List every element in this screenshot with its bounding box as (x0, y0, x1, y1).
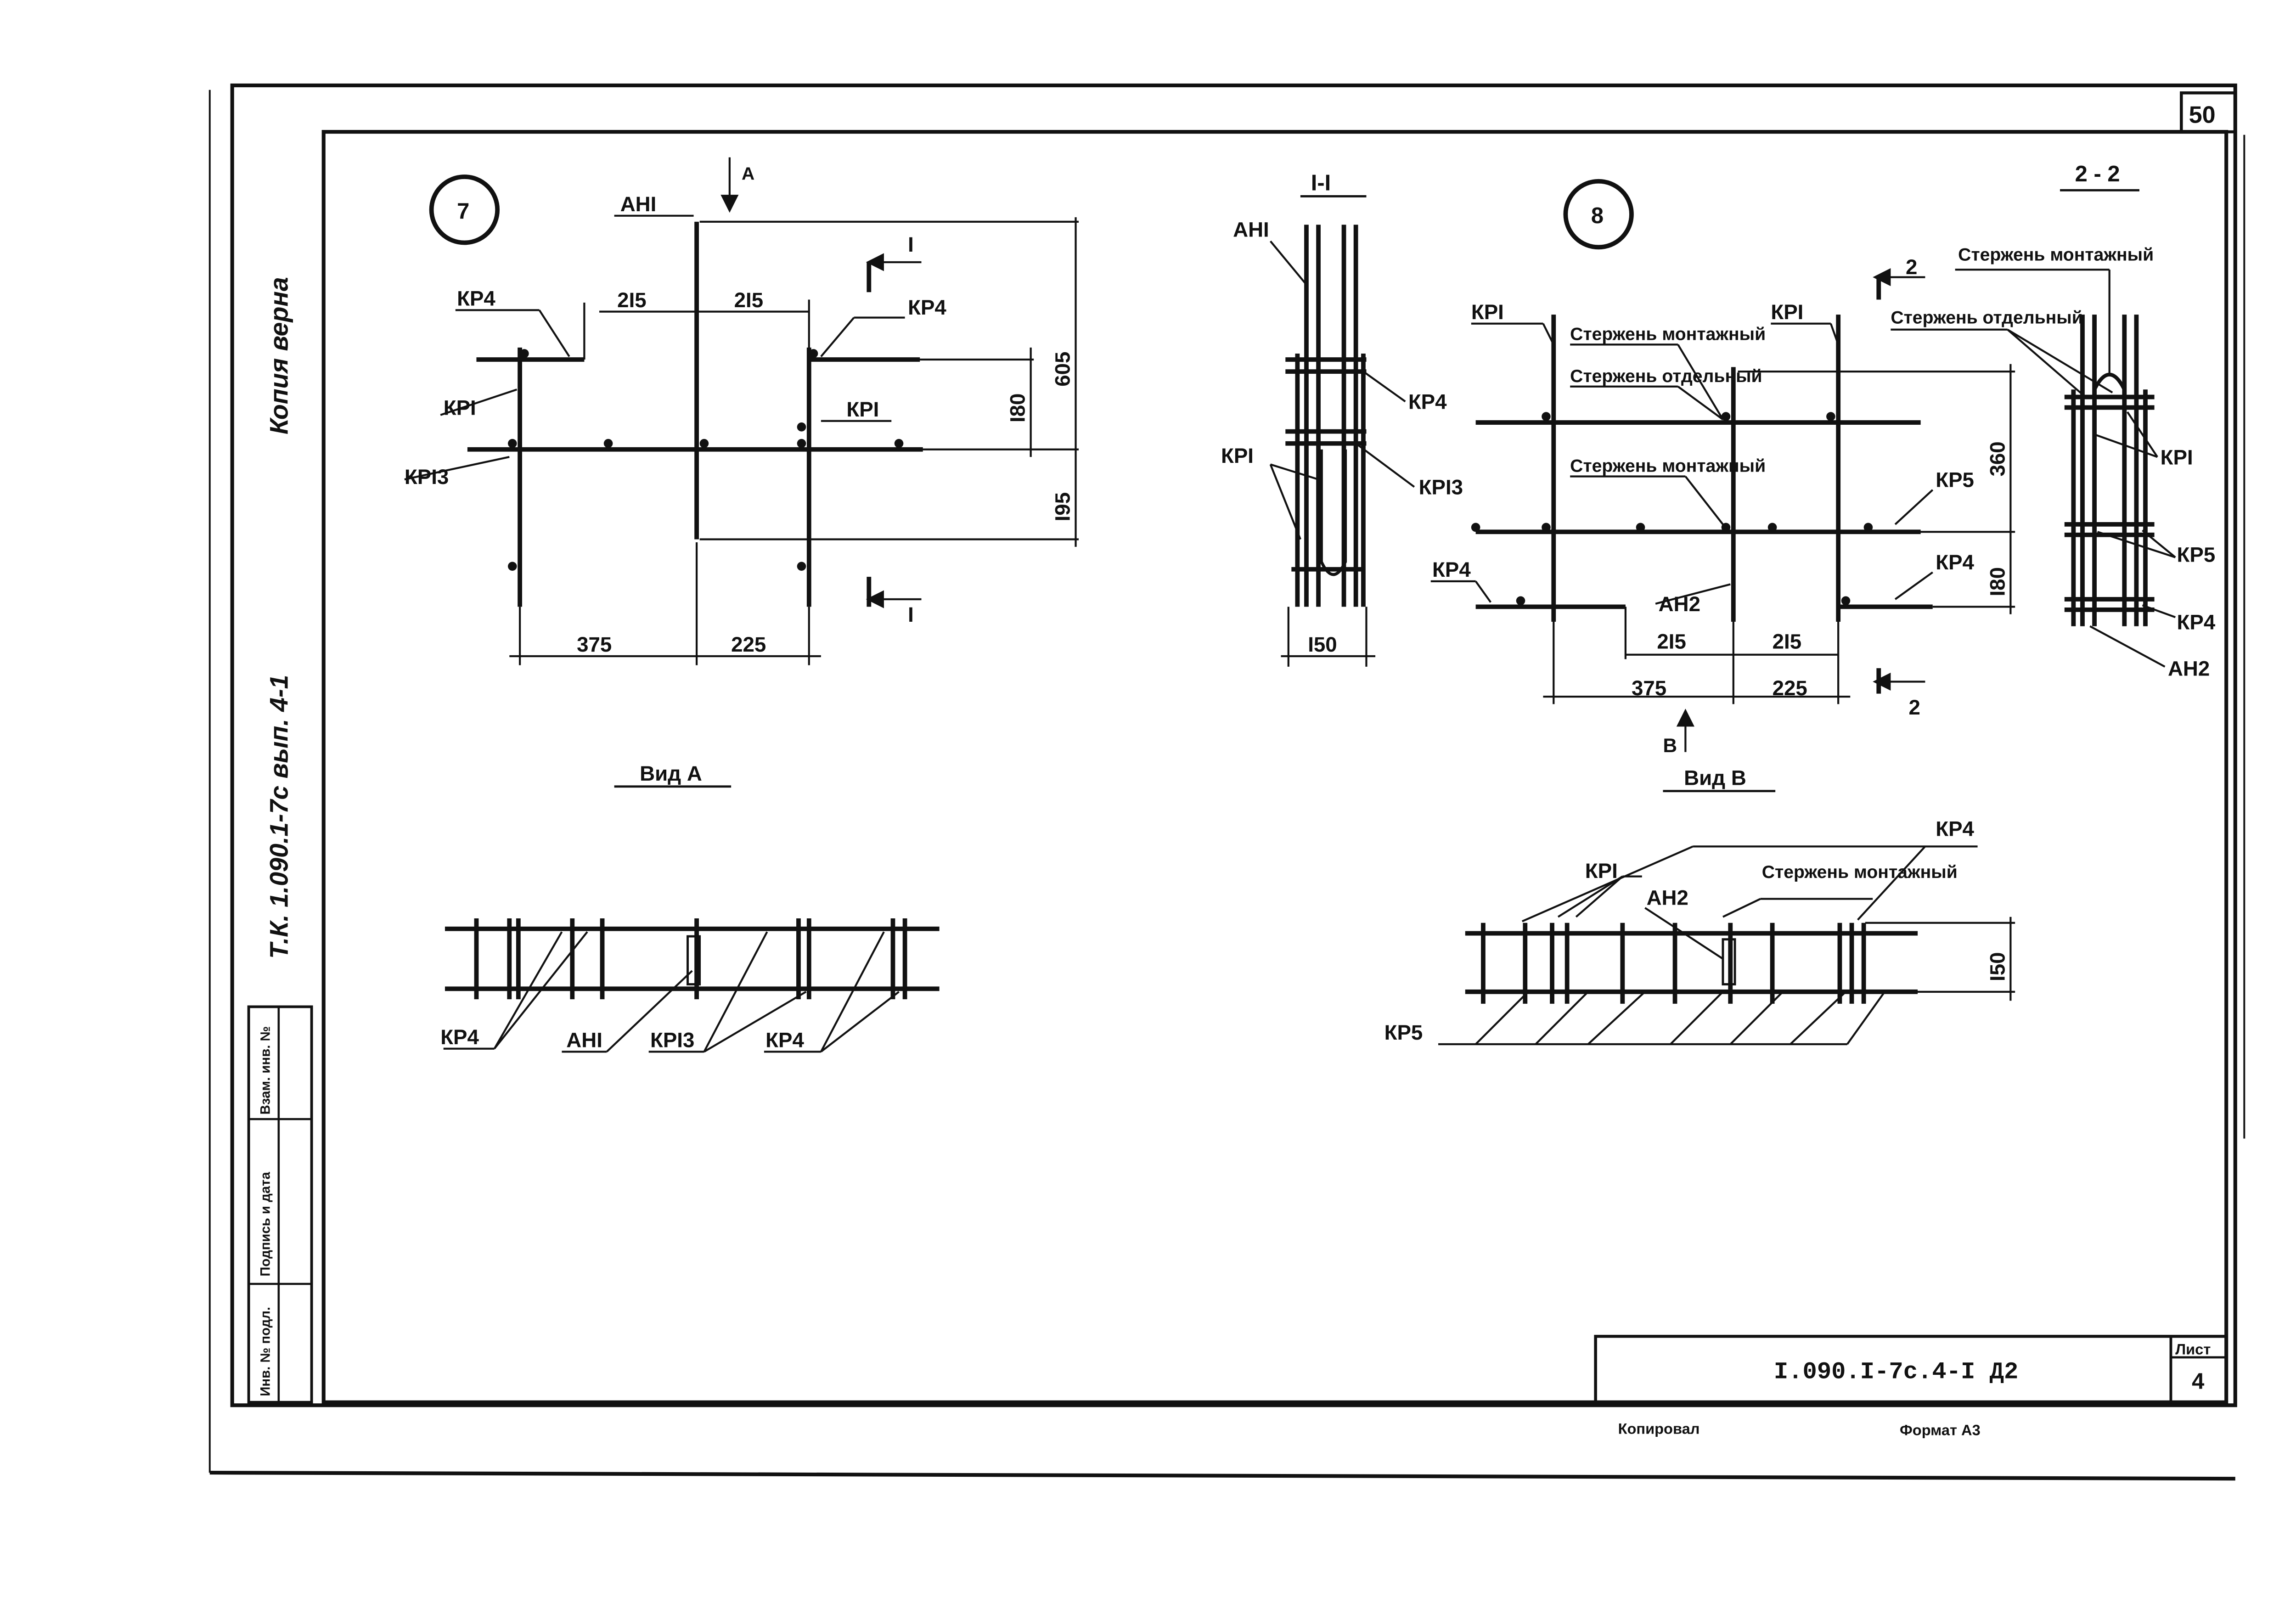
viewB-kp4-label: КР4 (1936, 817, 1974, 841)
section-2-2: 2 - 2 Стержень монтажный Стержень отдель… (1891, 162, 2216, 680)
viewB-dim-150: I50 (1986, 952, 2009, 981)
section11-title: I-I (1311, 170, 1331, 195)
page-number: 50 (2189, 102, 2216, 129)
sheet-frame (208, 83, 2245, 1481)
viewA-title: Вид А (640, 762, 702, 785)
viewB-rod-mount-label: Стержень монтажный (1762, 862, 1958, 882)
node7-dim-225: 225 (731, 633, 766, 656)
node7-dim-215a: 2I5 (617, 288, 646, 312)
node8-dim-215a: 2I5 (1657, 630, 1686, 653)
section11-kp13-label: КРI3 (1419, 476, 1463, 499)
node-8: 8 (1430, 179, 2015, 756)
viewA-kp4-left-label: КР4 (440, 1025, 479, 1049)
view-a: Вид А КР4 АНI КРI3 КР4 (440, 762, 940, 1053)
node7-ahi-label: АНI (620, 192, 657, 216)
node8-kp5-label: КР5 (1936, 468, 1974, 491)
node7-kp4-right-label: КР4 (908, 296, 946, 319)
copy-correct-note: Копия верна (264, 277, 293, 434)
sheet-label: Лист (2175, 1340, 2211, 1357)
node8-dim-360: 360 (1986, 441, 2009, 476)
doc-code: I.090.I-7c.4-I Д2 (1774, 1359, 2018, 1386)
sheet-number: 4 (2192, 1369, 2204, 1394)
viewA-kp4-right-label: КР4 (765, 1029, 804, 1052)
section11-kp1-label: КРI (1221, 444, 1254, 467)
node7-arrow-a-label: А (742, 164, 754, 184)
node7-dim-180: I80 (1006, 394, 1030, 422)
node8-dim-215b: 2I5 (1773, 630, 1801, 653)
section11-kp4-label: КР4 (1408, 390, 1447, 414)
node8-dim-225: 225 (1773, 676, 1807, 700)
node8-rod-sep1-label: Стержень отдельный (1570, 366, 1762, 386)
node8-ah2-label: АН2 (1659, 592, 1700, 616)
series-side-note: Т.К. 1.090.1-7с вып. 4-1 (264, 675, 293, 959)
node8-kp1-right-label: КРI (1771, 300, 1803, 324)
node7-dim-215b: 2I5 (734, 288, 763, 312)
viewB-ah2-label: АН2 (1647, 886, 1688, 910)
node8-arrow-b-label: В (1663, 735, 1677, 756)
node8-rod-mount2-label: Стержень монтажный (1570, 456, 1766, 476)
viewB-kp5-label: КР5 (1384, 1021, 1423, 1044)
viewB-title: Вид В (1684, 766, 1746, 790)
node-7: 7 (404, 157, 1079, 665)
viewB-kp1-label: КРI (1585, 859, 1618, 883)
viewA-kp13-label: КРI3 (650, 1029, 694, 1052)
format-label: Формат А3 (1900, 1422, 1981, 1439)
section22-kp4-label: КР4 (2177, 610, 2216, 634)
node7-dim-605: 605 (1051, 352, 1074, 387)
node-8-circle (1563, 179, 1634, 250)
stamp-inv-label: Инв. № подл. (258, 1307, 273, 1396)
copied-label: Копировал (1618, 1420, 1700, 1437)
node7-kp1-left-label: КРI (444, 396, 476, 420)
node7-dim-375: 375 (577, 633, 612, 656)
section22-kp5-label: КР5 (2177, 543, 2216, 566)
node7-dim-195: I95 (1051, 492, 1074, 521)
node7-kp1-right-label: КРI (846, 398, 879, 421)
node8-dim-375: 375 (1632, 676, 1666, 700)
node7-sec-bottom-label: I (908, 603, 914, 626)
stamp-sign-label: Подпись и дата (258, 1172, 273, 1277)
stamp-replace-label: Взам. инв. № (258, 1026, 273, 1115)
node8-kp4-right-label: КР4 (1936, 551, 1974, 574)
node8-sec2-bottom-label: 2 (1909, 696, 1920, 719)
section22-title: 2 - 2 (2075, 162, 2120, 186)
node8-kp4-left-label: КР4 (1432, 558, 1471, 581)
section11-dim-150: I50 (1308, 633, 1337, 656)
node7-kp13-label: КРI3 (405, 465, 449, 489)
section22-kp1-label: КРI (2161, 445, 2193, 469)
section22-rod-mount-label: Стержень монтажный (1958, 245, 2154, 265)
section-1-1: I-I АНI КР4 КРI КРI3 I50 (1221, 170, 1463, 667)
node-8-number: 8 (1591, 203, 1604, 228)
node8-kp1-left-label: КРI (1471, 300, 1504, 324)
node8-dim-180: I80 (1986, 567, 2009, 596)
node7-kp4-left-label: КР4 (457, 287, 495, 310)
viewA-ahi-label: АНI (566, 1029, 602, 1052)
section22-ah2-label: АН2 (2168, 657, 2210, 680)
node-7-number: 7 (457, 199, 469, 224)
section11-ahi-label: АНI (1233, 218, 1269, 241)
node8-rod-mount1-label: Стержень монтажный (1570, 325, 1766, 344)
node-7-circle (429, 174, 500, 245)
node8-sec2-top-label: 2 (1906, 255, 1917, 279)
node7-sec-top-label: I (908, 233, 914, 256)
section22-rod-sep-label: Стержень отдельный (1891, 308, 2082, 328)
view-b: Вид В (1384, 766, 2015, 1046)
